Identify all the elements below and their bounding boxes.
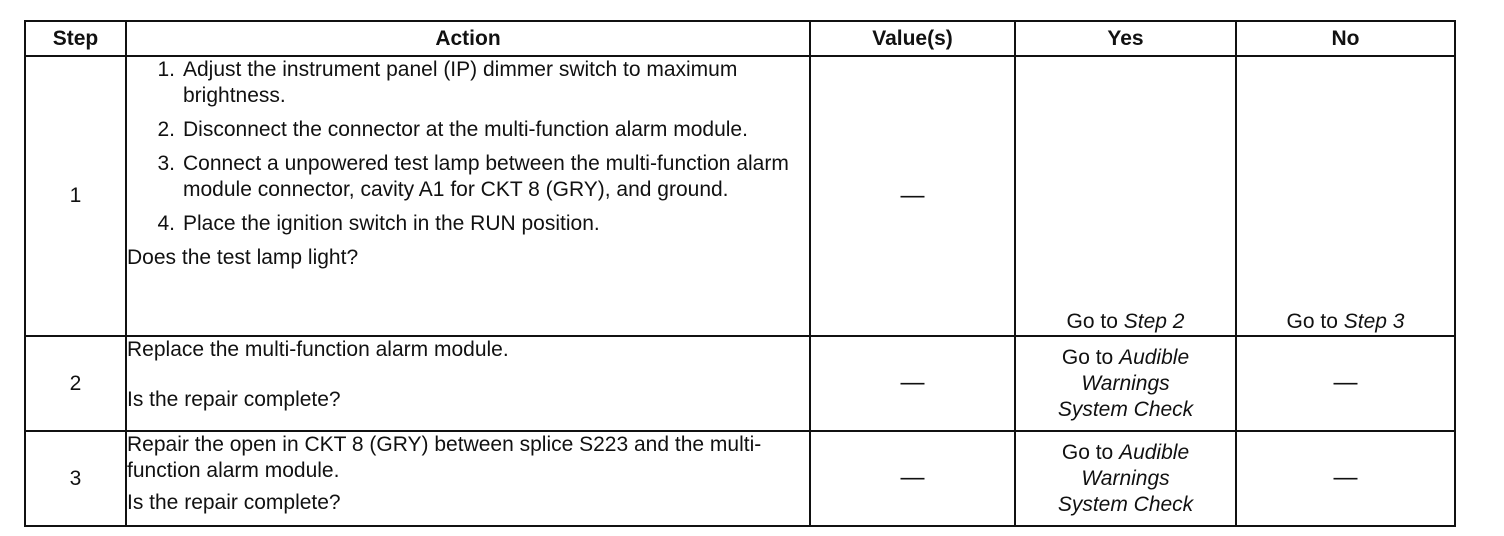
value-cell: — (809, 335, 1016, 432)
list-item: 4. Place the ignition switch in the RUN … (127, 211, 809, 237)
item-number: 3. (157, 152, 175, 175)
item-text: Connect a unpowered test lamp between th… (183, 152, 789, 201)
item-number: 2. (157, 118, 175, 141)
no-dash: — (1333, 369, 1358, 396)
item-number: 1. (157, 58, 175, 81)
value-cell: — (809, 430, 1016, 527)
action-cell: Repair the open in CKT 8 (GRY) between s… (125, 430, 811, 527)
value-dash: — (900, 369, 925, 396)
yes-target-line2: Warnings (1081, 466, 1170, 490)
header-values: Value(s) (809, 20, 1016, 57)
item-text: Disconnect the connector at the multi-fu… (183, 118, 748, 141)
table-row: 3 Repair the open in CKT 8 (GRY) between… (24, 430, 1456, 527)
value-dash: — (900, 464, 925, 491)
value-dash: — (900, 181, 925, 209)
yes-target-line1: Audible (1119, 440, 1190, 464)
action-text: Replace the multi-function alarm module. (127, 338, 509, 361)
yes-prefix: Go to (1061, 345, 1120, 369)
question-text: Is the repair complete? (127, 388, 341, 411)
list-item: 1. Adjust the instrument panel (IP) dimm… (127, 57, 809, 109)
yes-target: Step 2 (1123, 310, 1185, 333)
header-row: Step Action Value(s) Yes No (24, 20, 1456, 57)
yes-prefix: Go to (1066, 310, 1124, 333)
action-cell: Replace the multi-function alarm module.… (125, 335, 811, 432)
step-number: 1 (24, 55, 127, 337)
list-item: 2. Disconnect the connector at the multi… (127, 117, 809, 143)
yes-target-line3: System Check (1057, 492, 1194, 516)
no-cell: Go to Step 3 (1235, 55, 1456, 337)
step-number: 3 (24, 430, 127, 527)
yes-goto-line1: Go to Audible (1016, 440, 1235, 466)
diagnostic-table: Step Action Value(s) Yes No 1 1. Adjust … (24, 20, 1456, 527)
yes-target-line2: Warnings (1081, 371, 1170, 395)
item-text: Place the ignition switch in the RUN pos… (183, 212, 600, 235)
table-row: 1 1. Adjust the instrument panel (IP) di… (24, 55, 1456, 337)
no-cell: — (1235, 335, 1456, 432)
action-list: 1. Adjust the instrument panel (IP) dimm… (127, 57, 809, 237)
no-cell: — (1235, 430, 1456, 527)
yes-target-line3: System Check (1057, 397, 1194, 421)
table-row: 2 Replace the multi-function alarm modul… (24, 335, 1456, 432)
no-dash: — (1333, 464, 1358, 491)
item-number: 4. (157, 212, 175, 235)
yes-cell: Go to Audible Warnings System Check (1014, 430, 1237, 527)
item-text: Adjust the instrument panel (IP) dimmer … (183, 58, 738, 107)
question-text: Is the repair complete? (127, 491, 341, 514)
yes-target-line1: Audible (1119, 345, 1190, 369)
no-target: Step 3 (1343, 310, 1405, 333)
action-cell: 1. Adjust the instrument panel (IP) dimm… (125, 55, 811, 337)
yes-goto-line1: Go to Audible (1016, 345, 1235, 371)
question-text: Does the test lamp light? (127, 246, 359, 269)
header-step: Step (24, 20, 127, 57)
yes-cell: Go to Step 2 (1014, 55, 1237, 337)
action-text: Repair the open in CKT 8 (GRY) between s… (127, 433, 762, 482)
no-prefix: Go to (1286, 310, 1344, 333)
list-item: 3. Connect a unpowered test lamp between… (127, 151, 809, 203)
yes-cell: Go to Audible Warnings System Check (1014, 335, 1237, 432)
spacer (127, 363, 809, 381)
header-action: Action (125, 20, 811, 57)
header-no: No (1235, 20, 1456, 57)
step-number: 2 (24, 335, 127, 432)
yes-prefix: Go to (1061, 440, 1120, 464)
value-cell: — (809, 55, 1016, 337)
header-yes: Yes (1014, 20, 1237, 57)
